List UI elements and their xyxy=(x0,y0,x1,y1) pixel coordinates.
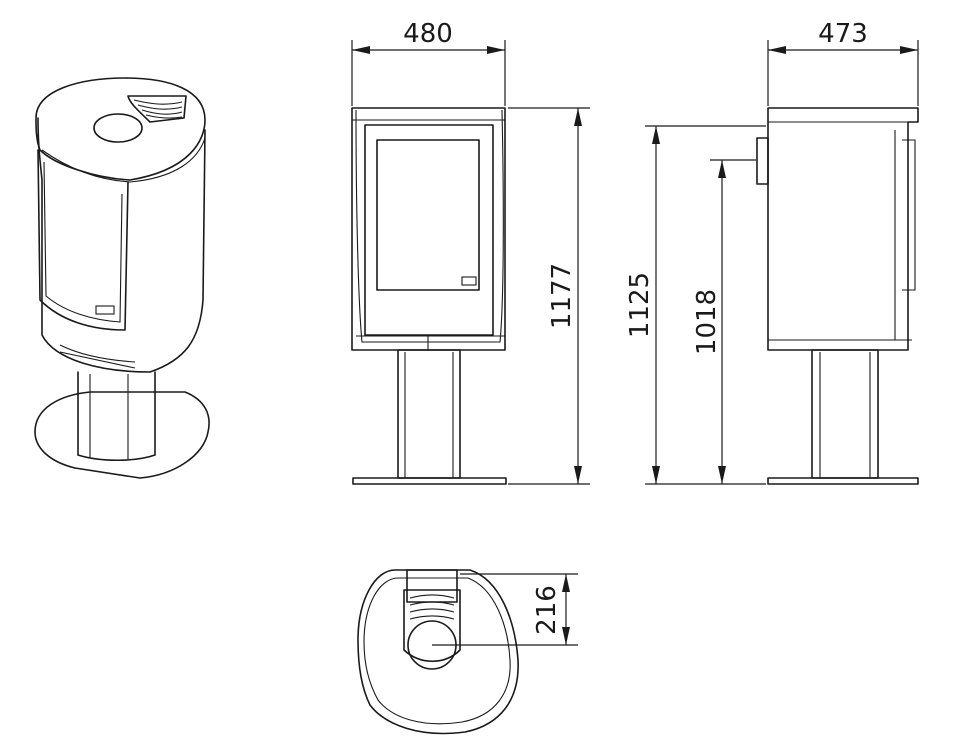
dimension-480: 480 xyxy=(351,19,506,106)
dimension-216: 216 xyxy=(432,573,578,646)
dimension-1018: 1018 xyxy=(692,159,756,484)
dim-total-height-label: 1177 xyxy=(547,263,577,329)
side-view xyxy=(756,107,919,485)
dimension-473: 473 xyxy=(767,19,919,106)
dim-flue-height-label: 1018 xyxy=(692,289,722,355)
dim-width-label: 480 xyxy=(403,19,453,49)
perspective-view xyxy=(34,77,210,479)
dimension-1177: 1177 xyxy=(508,107,590,485)
front-view xyxy=(351,107,507,485)
dim-depth-label: 473 xyxy=(818,19,868,49)
top-view xyxy=(357,569,519,735)
dim-body-height-label: 1125 xyxy=(625,272,655,338)
dim-rear-flue-label: 216 xyxy=(532,585,562,635)
dimension-1125: 1125 xyxy=(625,125,766,485)
